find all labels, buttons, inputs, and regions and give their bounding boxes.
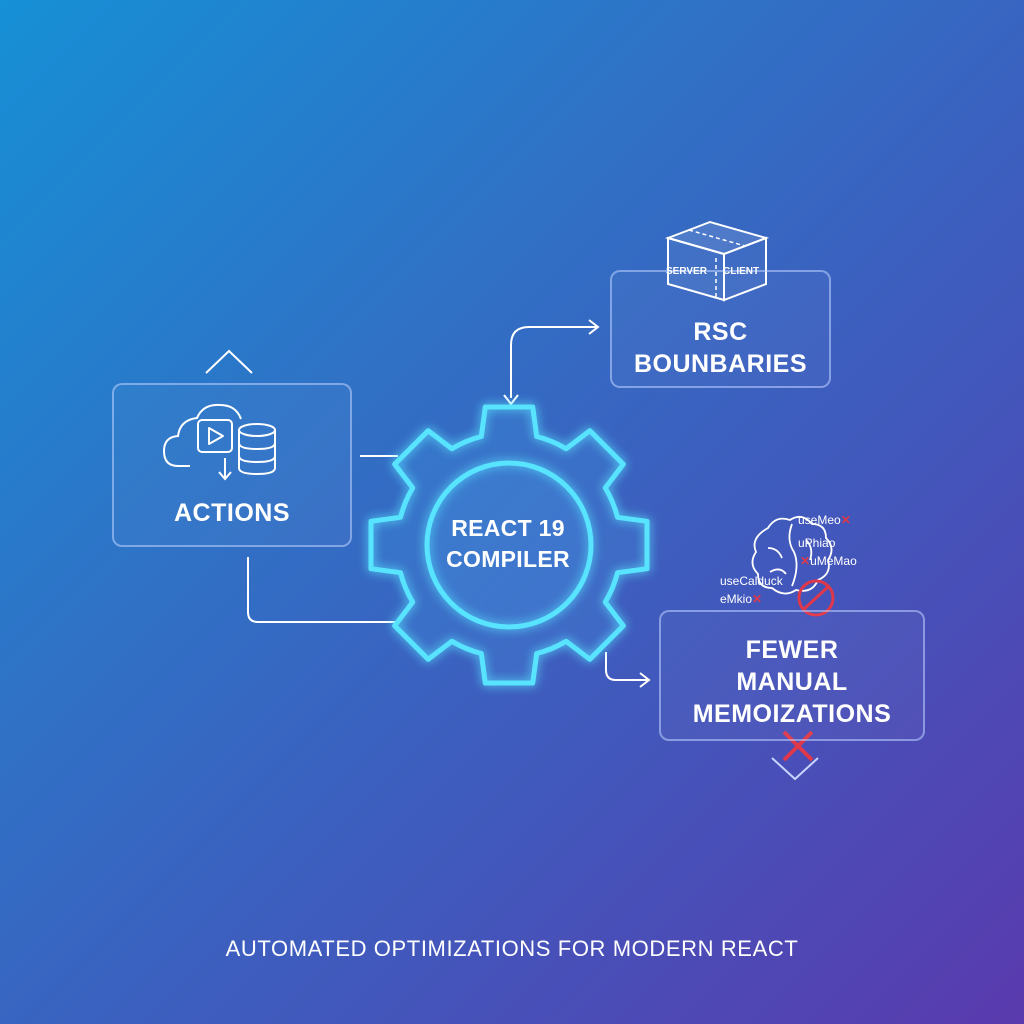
cube-icon: [664, 220, 770, 302]
memo-box: FEWER MANUAL MEMOIZATIONS: [659, 610, 925, 741]
connector-actions-bottom: [247, 557, 396, 623]
arrowhead-right-icon: [588, 319, 600, 335]
play-icon: [197, 419, 233, 453]
actions-label: ACTIONS: [174, 499, 290, 527]
footer-caption: AUTOMATED OPTIMIZATIONS FOR MODERN REACT: [225, 936, 799, 961]
hook-label: ✕uMeMao: [800, 554, 857, 568]
gear-icon: [368, 404, 650, 686]
actions-box: ACTIONS: [112, 383, 352, 547]
hook-label: useMeo✕: [798, 513, 851, 527]
memo-label: FEWER MANUAL MEMOIZATIONS: [692, 636, 892, 728]
hook-label: eMkio✕: [720, 592, 763, 606]
hook-label: useCalduck: [720, 574, 783, 588]
rsc-label: RSC BOUNBARIES: [633, 318, 808, 378]
server-label: SERVER: [666, 266, 707, 277]
no-sign-icon: [797, 579, 835, 617]
hook-label: uPhiao: [798, 536, 836, 550]
cloud-icon: [162, 403, 242, 467]
database-icon: [238, 423, 276, 476]
down-arrow-icon: [218, 458, 232, 481]
rsc-box: RSC BOUNBARIES: [610, 270, 831, 388]
x-icon: ✕: [752, 592, 763, 606]
x-icon: ✕: [800, 554, 811, 568]
x-icon: [782, 730, 814, 762]
arrowhead-right-icon: [639, 672, 651, 688]
chevron-up-icon: [205, 349, 253, 374]
compiler-label: REACT 19 COMPILER: [446, 515, 570, 573]
arrowhead-down-icon: [503, 394, 519, 406]
connector-gear-rsc: [510, 326, 597, 398]
client-label: CLIENT: [723, 266, 760, 277]
chevron-down-icon: [771, 757, 819, 781]
connector-gear-memo: [605, 652, 648, 681]
x-icon: ✕: [840, 513, 851, 527]
